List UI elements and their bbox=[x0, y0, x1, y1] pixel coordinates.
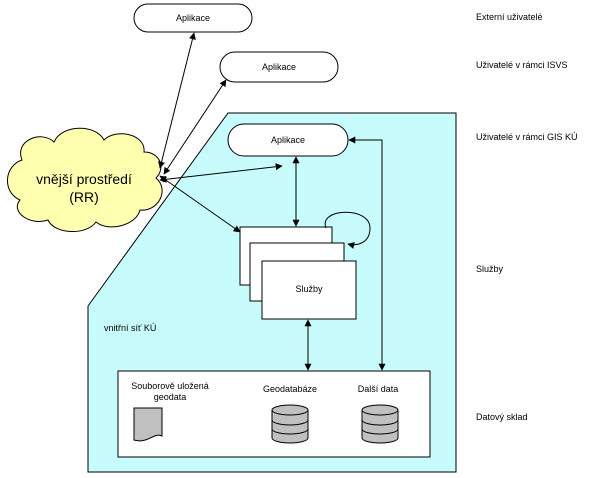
database-icon bbox=[361, 404, 399, 444]
document-icon bbox=[133, 407, 163, 442]
arrow-cloud-services bbox=[159, 175, 241, 233]
arrow-cloud-app-isvs bbox=[163, 79, 227, 175]
arrow-cloud-app-external bbox=[158, 32, 196, 169]
layer-services: Služby bbox=[476, 264, 504, 274]
internal-network-label: vnitřní síť KÚ bbox=[104, 323, 156, 333]
file-geodata-label-1: Souborově uložená bbox=[131, 381, 209, 391]
application-internal-label: Aplikace bbox=[271, 135, 305, 145]
other-data-label: Další data bbox=[358, 384, 399, 394]
geodatabase: Geodatabáze bbox=[263, 384, 317, 444]
services-stack: Služby bbox=[239, 226, 357, 320]
application-internal: Aplikace bbox=[227, 123, 349, 157]
layer-data-store: Datový sklad bbox=[476, 412, 528, 422]
application-external-label: Aplikace bbox=[176, 13, 210, 23]
application-isvs: Aplikace bbox=[219, 51, 339, 83]
other-data: Další data bbox=[358, 384, 399, 444]
external-environment-cloud: vnější prostředí (RR) bbox=[7, 127, 163, 233]
arrow-app-other-data bbox=[348, 136, 386, 371]
layer-isvs-users: Uživatelé v rámci ISVS bbox=[476, 60, 568, 70]
application-isvs-label: Aplikace bbox=[262, 62, 296, 72]
file-geodata-label-2: geodata bbox=[154, 392, 187, 402]
layer-external-users: Externí uživatelé bbox=[476, 12, 543, 22]
layer-gis-users: Uživatelé v rámci GIS KÚ bbox=[476, 132, 578, 142]
database-icon bbox=[271, 404, 309, 444]
application-external: Aplikace bbox=[133, 3, 253, 33]
file-geodata: Souborově uložená geodata bbox=[131, 381, 209, 442]
geodatabase-label: Geodatabáze bbox=[263, 384, 317, 394]
cloud-label-line2: (RR) bbox=[69, 189, 99, 205]
services-label: Služby bbox=[295, 284, 323, 294]
cloud-label-line1: vnější prostředí bbox=[36, 171, 132, 187]
